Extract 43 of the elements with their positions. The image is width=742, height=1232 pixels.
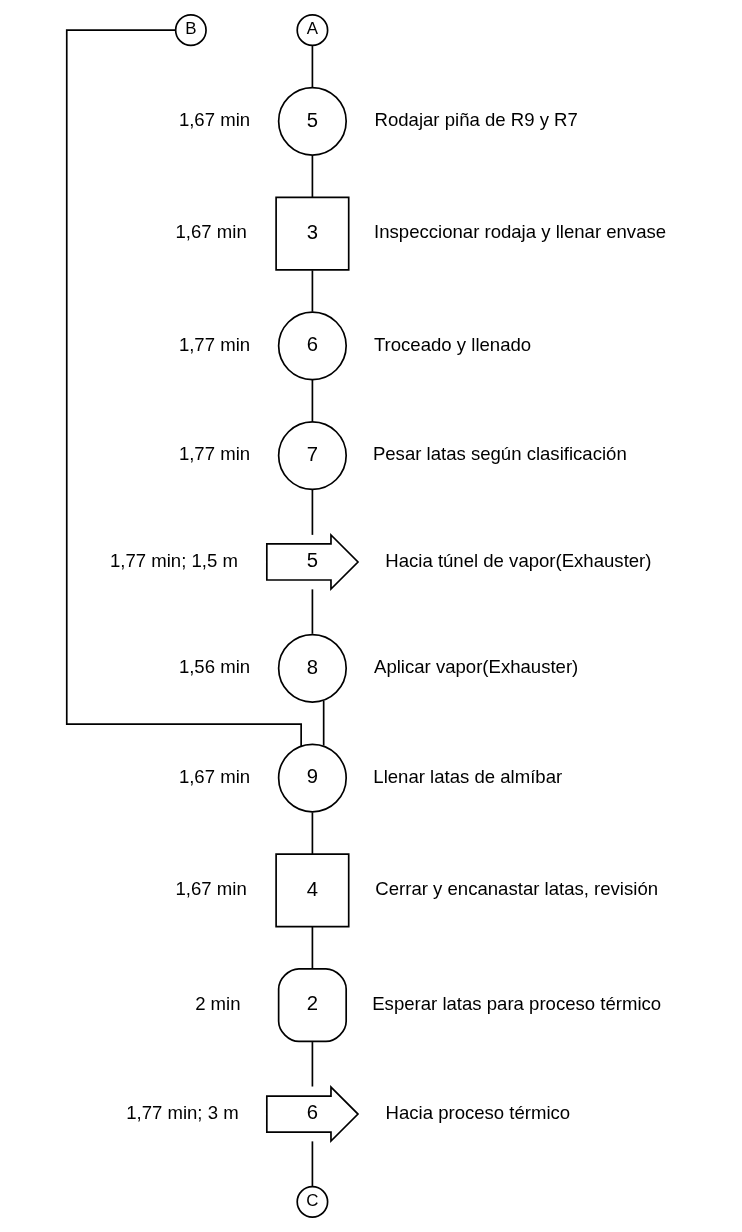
node-label: Pesar latas según clasificación [372, 443, 627, 465]
node-circle: A [295, 14, 328, 47]
node-label: Cerrar y encanastar latas, revisión [374, 878, 658, 900]
node-label: 1,67 min [175, 221, 247, 243]
node-label: Llenar latas de almíbar [372, 765, 562, 787]
connector [322, 699, 324, 747]
node-circle: C [295, 1185, 328, 1218]
connector [311, 811, 313, 855]
node-label: 1,77 min; 1,5 m [109, 549, 238, 571]
connector [311, 1041, 313, 1088]
connector [311, 1140, 313, 1188]
connector [311, 925, 313, 970]
node-circle: 7 [277, 421, 347, 491]
node-label: 1,56 min [178, 656, 250, 678]
node-label: 1,77 min [178, 333, 250, 355]
node-label: Aplicar vapor(Exhauster) [373, 656, 578, 678]
node-circle: 5 [277, 86, 347, 156]
node-circle: B [174, 14, 207, 47]
node-label: 2 min [194, 992, 241, 1014]
node-label: 1,67 min [178, 109, 250, 131]
connector [311, 154, 313, 198]
connector [65, 29, 302, 747]
node-label: Rodajar piña de R9 y R7 [374, 109, 578, 131]
connector [311, 269, 313, 313]
node-label: 1,67 min [178, 765, 250, 787]
node-circle: 9 [277, 743, 347, 813]
node-label: Hacia túnel de vapor(Exhauster) [384, 549, 651, 571]
node-box: 4 [274, 853, 350, 928]
node-label: Inspeccionar rodaja y llenar envase [373, 221, 666, 243]
connector [311, 45, 313, 89]
node-label: 1,77 min; 3 m [125, 1101, 239, 1123]
connector [311, 379, 313, 422]
connector [311, 588, 313, 635]
node-circle: 6 [277, 311, 347, 381]
node-label: 1,77 min [178, 443, 250, 465]
node-box: 2 [277, 968, 347, 1043]
node-box: 3 [274, 196, 350, 271]
node-circle: 8 [277, 633, 347, 703]
node-label: Hacia proceso térmico [385, 1101, 570, 1123]
node-label: 1,67 min [175, 878, 247, 900]
node-label: Esperar latas para proceso térmico [371, 992, 661, 1014]
node-label: Troceado y llenado [373, 333, 531, 355]
connector [311, 489, 313, 536]
